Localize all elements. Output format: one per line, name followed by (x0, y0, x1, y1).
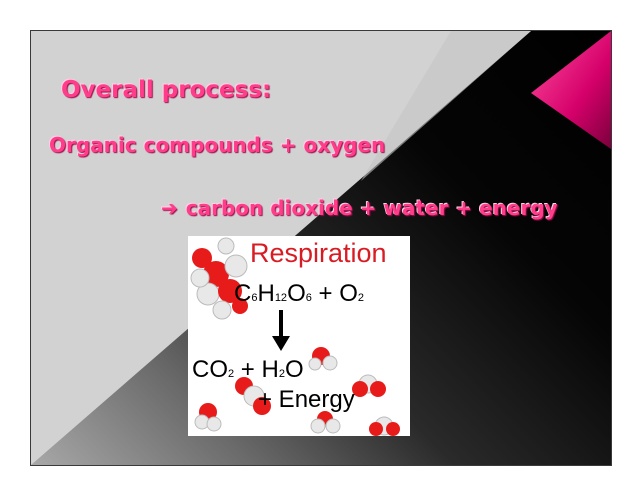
water-molecule (352, 374, 386, 397)
glucose-oxygen: O (287, 280, 306, 307)
energy-label: + Energy (258, 386, 355, 413)
co2-subscript: 2 (228, 368, 235, 380)
glucose-carbon-subscript: 6 (251, 292, 258, 304)
glucose-carbon: C (234, 280, 252, 307)
diagram-title: Respiration (250, 238, 387, 268)
pink-accent-shape (531, 31, 611, 149)
reactants-text: Organic compounds + oxygen (49, 133, 386, 157)
down-arrow-icon (272, 310, 290, 351)
molecule-illustrations (190, 237, 400, 436)
oxygen-subscript: 2 (357, 292, 365, 304)
water-oxygen: O (284, 356, 304, 383)
glucose-molecule (190, 237, 248, 320)
glucose-oxygen-subscript: 6 (305, 292, 312, 304)
glucose-oxygen-formula: C6H12O6 + O2 (234, 280, 364, 308)
oxygen-molecule-formula: O (339, 280, 358, 307)
water-hydrogen-subscript: 2 (278, 368, 285, 380)
respiration-diagram: Respiration C6H12O6 + O2 CO2 + H2O + Ene… (188, 236, 410, 436)
plus-sign: + (318, 280, 333, 307)
right-arrow-icon: ➔ (161, 196, 178, 220)
slide: Overall process: Organic compounds + oxy… (30, 30, 612, 466)
water-molecule (194, 403, 222, 432)
plus-sign: + (240, 356, 255, 383)
water-molecule (310, 411, 341, 434)
water-molecule (308, 347, 338, 371)
co2-molecule (235, 377, 271, 415)
products-text: carbon dioxide + water + energy (185, 196, 558, 220)
heading-text: Overall process: (61, 77, 272, 103)
glucose-hydrogen: H (257, 280, 275, 307)
light-panel-edge (361, 31, 531, 181)
glucose-hydrogen-subscript: 12 (274, 292, 288, 304)
co2-formula: CO (192, 356, 228, 383)
products-line: ➔ carbon dioxide + water + energy (161, 196, 558, 220)
products-formula: CO2 + H2O (192, 356, 304, 384)
water-hydrogen: H (261, 356, 279, 383)
water-molecule (369, 416, 400, 436)
